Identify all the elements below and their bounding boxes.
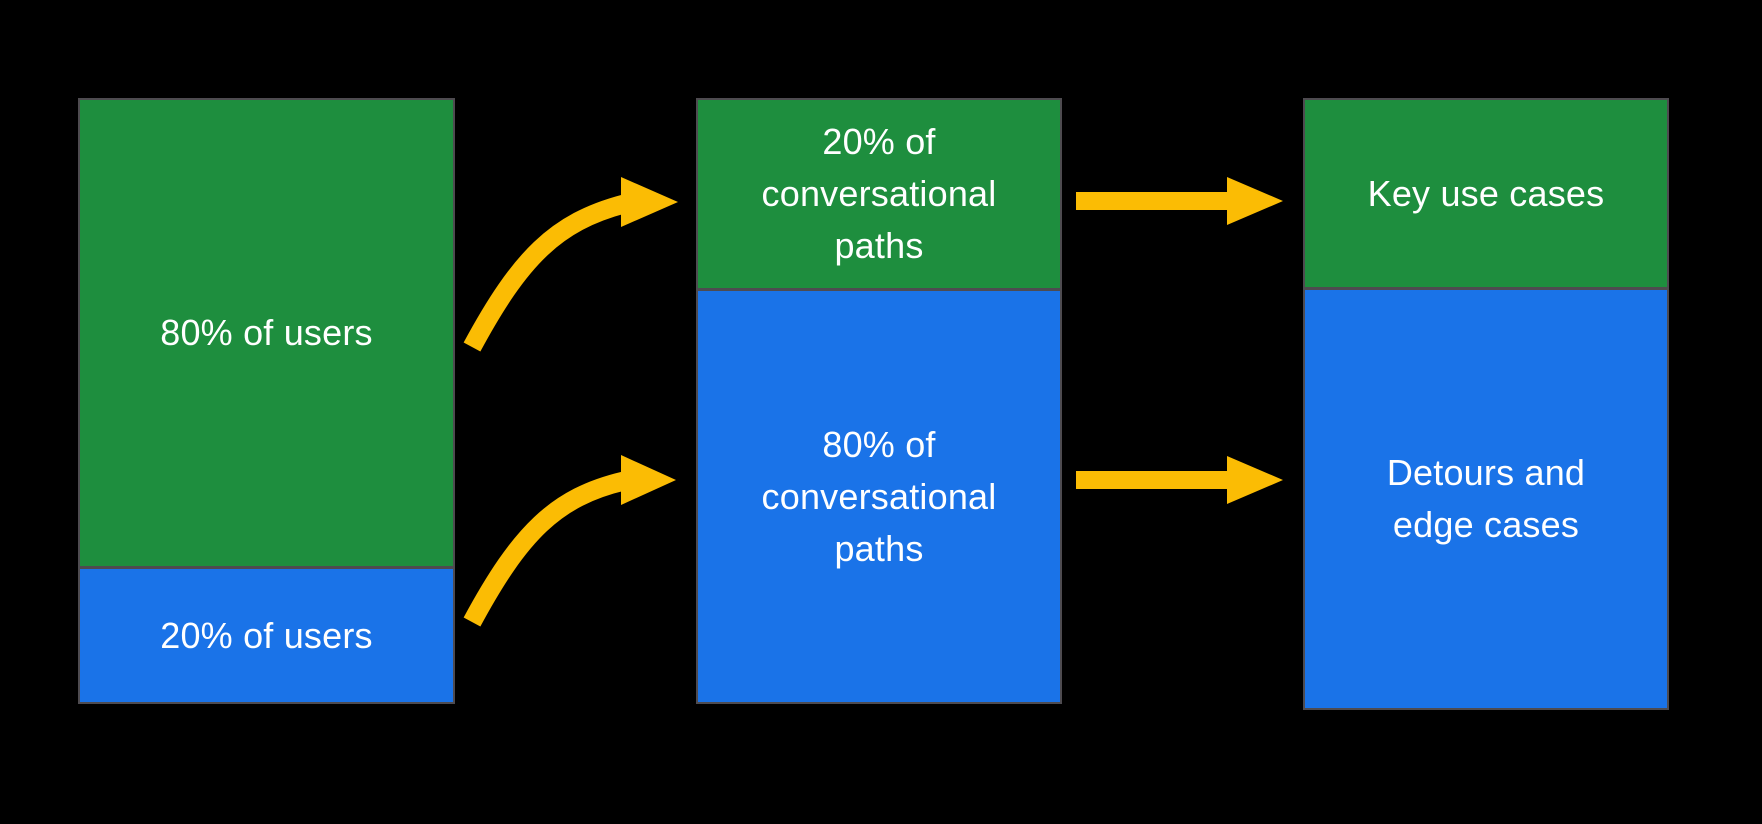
segment-label: 80% of conversational paths: [761, 423, 997, 569]
column-conversational-paths: 20% of conversational paths 80% of conve…: [696, 98, 1062, 704]
segment-20-of-paths: 20% of conversational paths: [698, 100, 1060, 288]
straight-arrow-paths20-to-key-use-cases-icon: [1076, 177, 1283, 225]
arrow-head-icon: [621, 455, 676, 505]
curved-arrow-users20-to-paths80-icon: [463, 455, 676, 627]
arrow-head-icon: [621, 177, 678, 227]
curved-arrow-users80-to-paths20-icon: [463, 177, 678, 352]
straight-arrow-paths80-to-detours-icon: [1076, 456, 1283, 504]
column-outcomes: Key use cases Detours and edge cases: [1303, 98, 1669, 710]
arrow-shaft: [463, 194, 627, 352]
segment-label: 20% of users: [160, 614, 373, 656]
segment-label: Detours and edge cases: [1386, 452, 1586, 545]
segment-80-of-users: 80% of users: [80, 100, 453, 566]
segment-key-use-cases: Key use cases: [1305, 100, 1667, 287]
column-users: 80% of users 20% of users: [78, 98, 455, 704]
segment-80-of-paths: 80% of conversational paths: [698, 288, 1060, 702]
segment-label: 80% of users: [160, 312, 373, 353]
arrow-shaft: [463, 471, 627, 627]
segment-20-of-users: 20% of users: [80, 566, 453, 702]
segment-label: Key use cases: [1367, 172, 1605, 214]
segment-label: 20% of conversational paths: [761, 121, 997, 266]
segment-detours-edge-cases: Detours and edge cases: [1305, 287, 1667, 708]
